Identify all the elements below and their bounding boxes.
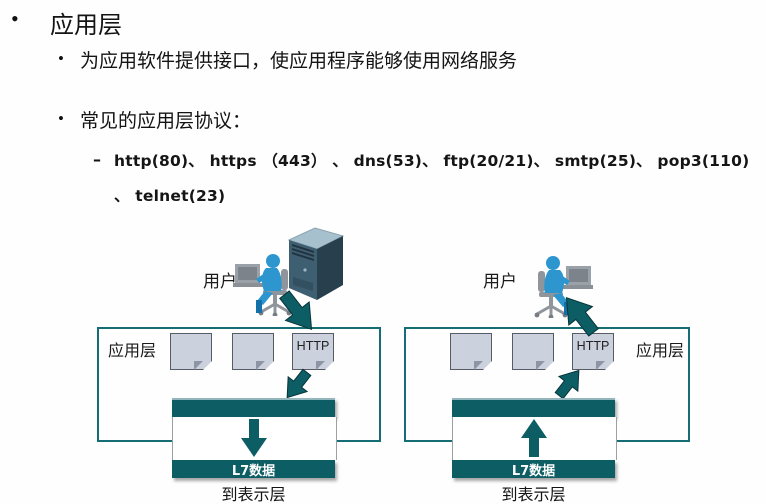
page-title: 应用层 bbox=[50, 13, 122, 39]
flow-arrow-http-to-bar-icon bbox=[276, 364, 317, 407]
to-presentation-label-left: 到表示层 bbox=[221, 487, 286, 504]
layer-label-left: 应用层 bbox=[108, 343, 157, 360]
user-label-right: 用户 bbox=[483, 272, 517, 291]
document-icon-http: HTTP bbox=[572, 333, 614, 370]
dash-icon: – bbox=[93, 150, 101, 169]
up-arrow-icon bbox=[520, 419, 548, 458]
document-icon bbox=[450, 333, 492, 370]
down-arrow-icon bbox=[240, 419, 268, 458]
document-icon bbox=[170, 333, 212, 370]
flow-arrow-user-to-layer-icon bbox=[271, 284, 325, 340]
http-doc-label: HTTP bbox=[296, 339, 330, 353]
layer-label-right: 应用层 bbox=[636, 343, 685, 360]
bullet-icon: • bbox=[11, 6, 19, 31]
bullet-text-protocols: 常见的应用层协议： bbox=[80, 111, 252, 132]
document-icon bbox=[512, 333, 554, 370]
layer-bar-right bbox=[452, 398, 615, 417]
server-tower-icon bbox=[283, 223, 350, 307]
to-presentation-label-right: 到表示层 bbox=[501, 487, 566, 504]
flow-arrow-bar-to-http-icon bbox=[548, 362, 589, 405]
bullet-icon: • bbox=[58, 109, 64, 128]
document-icon-http: HTTP bbox=[292, 333, 334, 370]
flow-arrow-layer-to-user-icon bbox=[553, 287, 607, 343]
layer-bar-left bbox=[172, 398, 335, 417]
user-label-left: 用户 bbox=[203, 272, 237, 291]
http-doc-label: HTTP bbox=[576, 339, 610, 353]
l7-data-bar-right: L7数据 bbox=[452, 460, 615, 479]
document-icon bbox=[232, 333, 274, 370]
l7-data-bar-left: L7数据 bbox=[172, 460, 335, 479]
bullet-text-interface: 为应用软件提供接口，使应用程序能够使用网络服务 bbox=[80, 51, 518, 72]
protocol-list-line2: 、 telnet(23) bbox=[114, 187, 226, 205]
person-at-computer-icon bbox=[232, 252, 310, 321]
l7-data-label: L7数据 bbox=[231, 463, 276, 479]
l7-data-label: L7数据 bbox=[511, 463, 556, 479]
protocol-list-line1: http(80)、 https （443） 、 dns(53)、 ftp(20/… bbox=[114, 152, 750, 170]
bullet-icon: • bbox=[58, 49, 64, 68]
